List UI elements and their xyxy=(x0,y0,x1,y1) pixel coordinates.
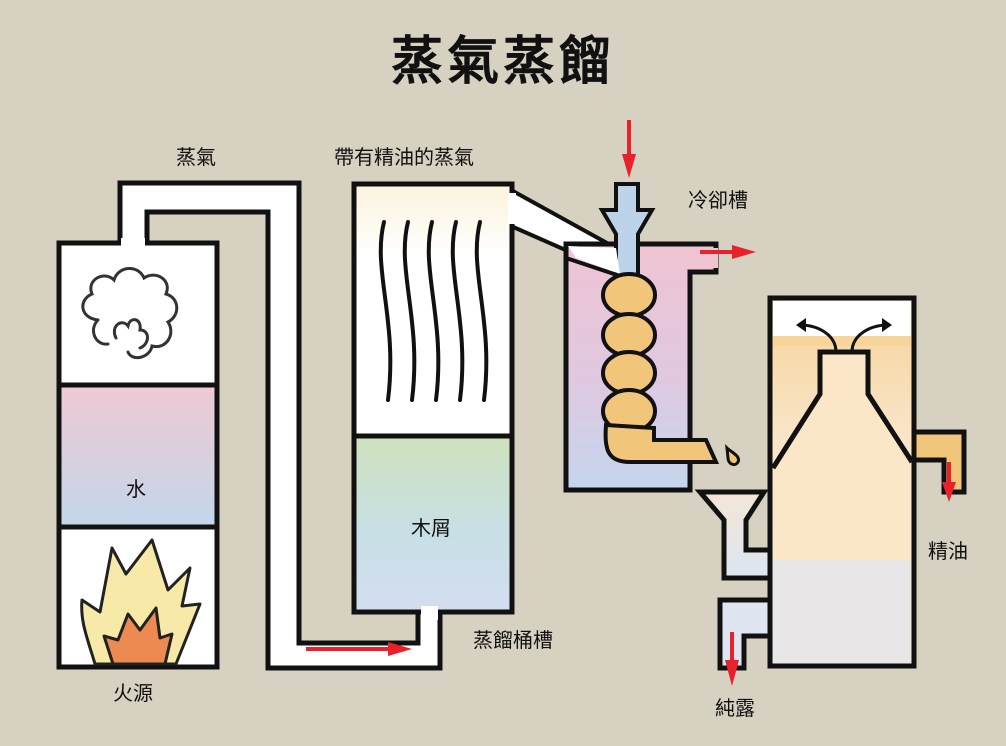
label-heat-source: 火源 xyxy=(113,681,153,705)
oil-outlet xyxy=(912,429,967,495)
oil-droplet-icon xyxy=(725,443,741,467)
flow-arrow-right xyxy=(306,642,412,656)
label-hydrosol: 純露 xyxy=(715,696,755,720)
label-essential-oil: 精油 xyxy=(928,539,968,563)
separator-funnel xyxy=(694,489,775,581)
steam-waves-icon xyxy=(378,220,489,402)
separator xyxy=(694,295,967,686)
flame-inner-icon xyxy=(102,606,174,666)
flow-arrow-down-hydrosol xyxy=(725,632,739,686)
label-steam: 蒸氣 xyxy=(176,145,216,169)
label-distillation-vat: 蒸餾桶槽 xyxy=(473,628,553,652)
boiler xyxy=(56,180,443,671)
vat-wood-chamber xyxy=(351,433,515,615)
boiler-water-chamber xyxy=(56,382,220,530)
page-title: 蒸氣蒸餾 xyxy=(390,32,615,92)
steam-cloud-icon xyxy=(81,267,179,360)
flow-arrow-down-oil xyxy=(942,462,956,502)
distillation-vat xyxy=(351,181,622,620)
label-water: 水 xyxy=(126,477,146,501)
boiler-steam-chamber xyxy=(56,240,220,388)
flow-arrow-right-outlet xyxy=(700,245,756,259)
label-steam-with-oil: 帶有精油的蒸氣 xyxy=(334,145,474,169)
hydrosol-outlet xyxy=(717,597,772,671)
label-cooling-tank: 冷卻槽 xyxy=(688,188,748,212)
condenser xyxy=(563,120,756,493)
flow-arrow-down-inlet xyxy=(622,120,636,178)
condenser-coil xyxy=(601,272,720,464)
label-wood-chips: 木屑 xyxy=(411,516,451,540)
